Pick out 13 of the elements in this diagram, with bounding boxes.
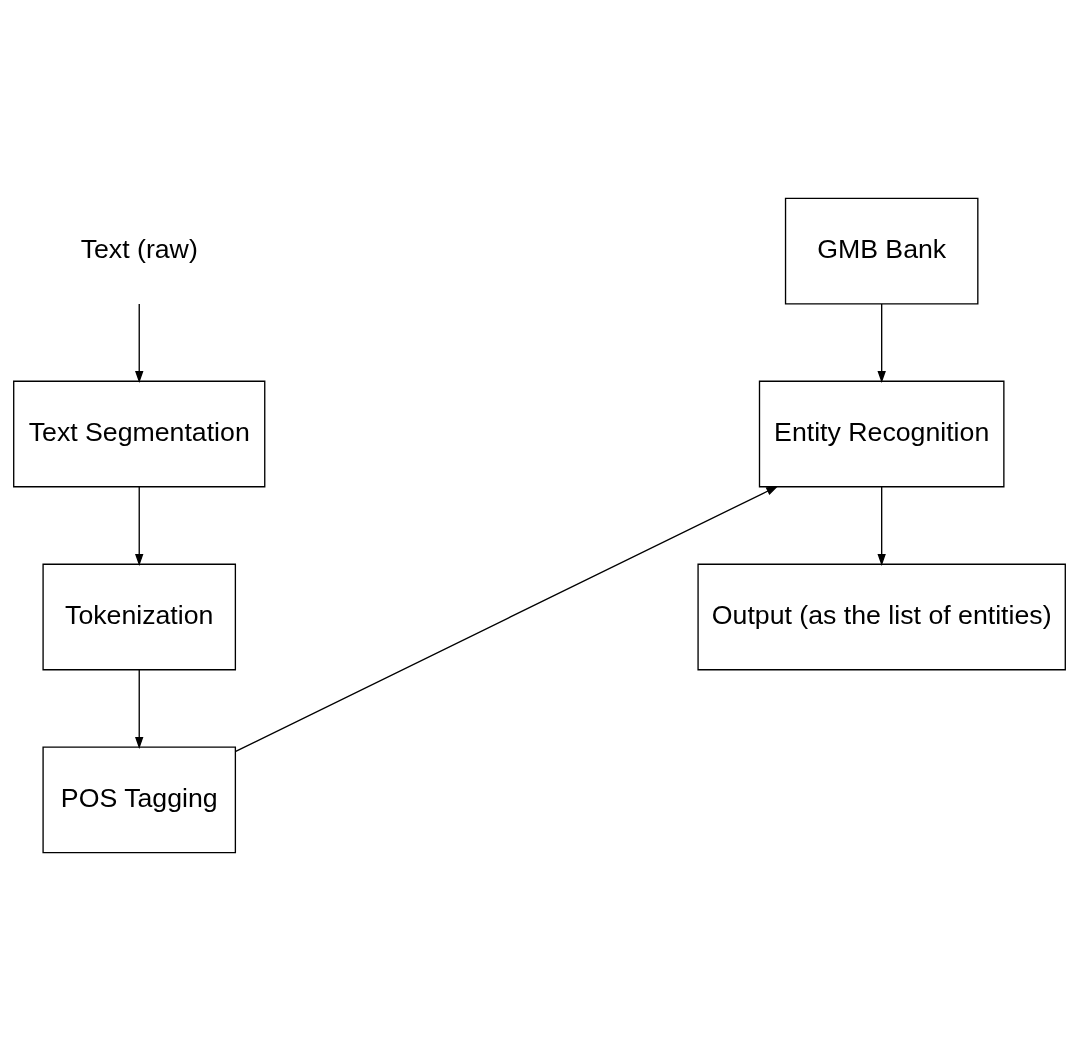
node-box: Entity Recognition: [758, 380, 1005, 487]
node-box: POS Tagging: [42, 746, 237, 853]
node-box: Tokenization: [42, 563, 237, 670]
node-box: Output (as the list of entities): [697, 563, 1066, 670]
node-box: GMB Bank: [784, 197, 979, 304]
arrow: [877, 302, 886, 383]
arrow: [135, 302, 144, 383]
arrow: [235, 485, 779, 752]
arrow: [135, 668, 144, 749]
node-text: Text (raw): [80, 233, 198, 264]
arrow: [877, 485, 886, 566]
arrow: [135, 485, 144, 566]
node-box: Text Segmentation: [13, 380, 266, 487]
